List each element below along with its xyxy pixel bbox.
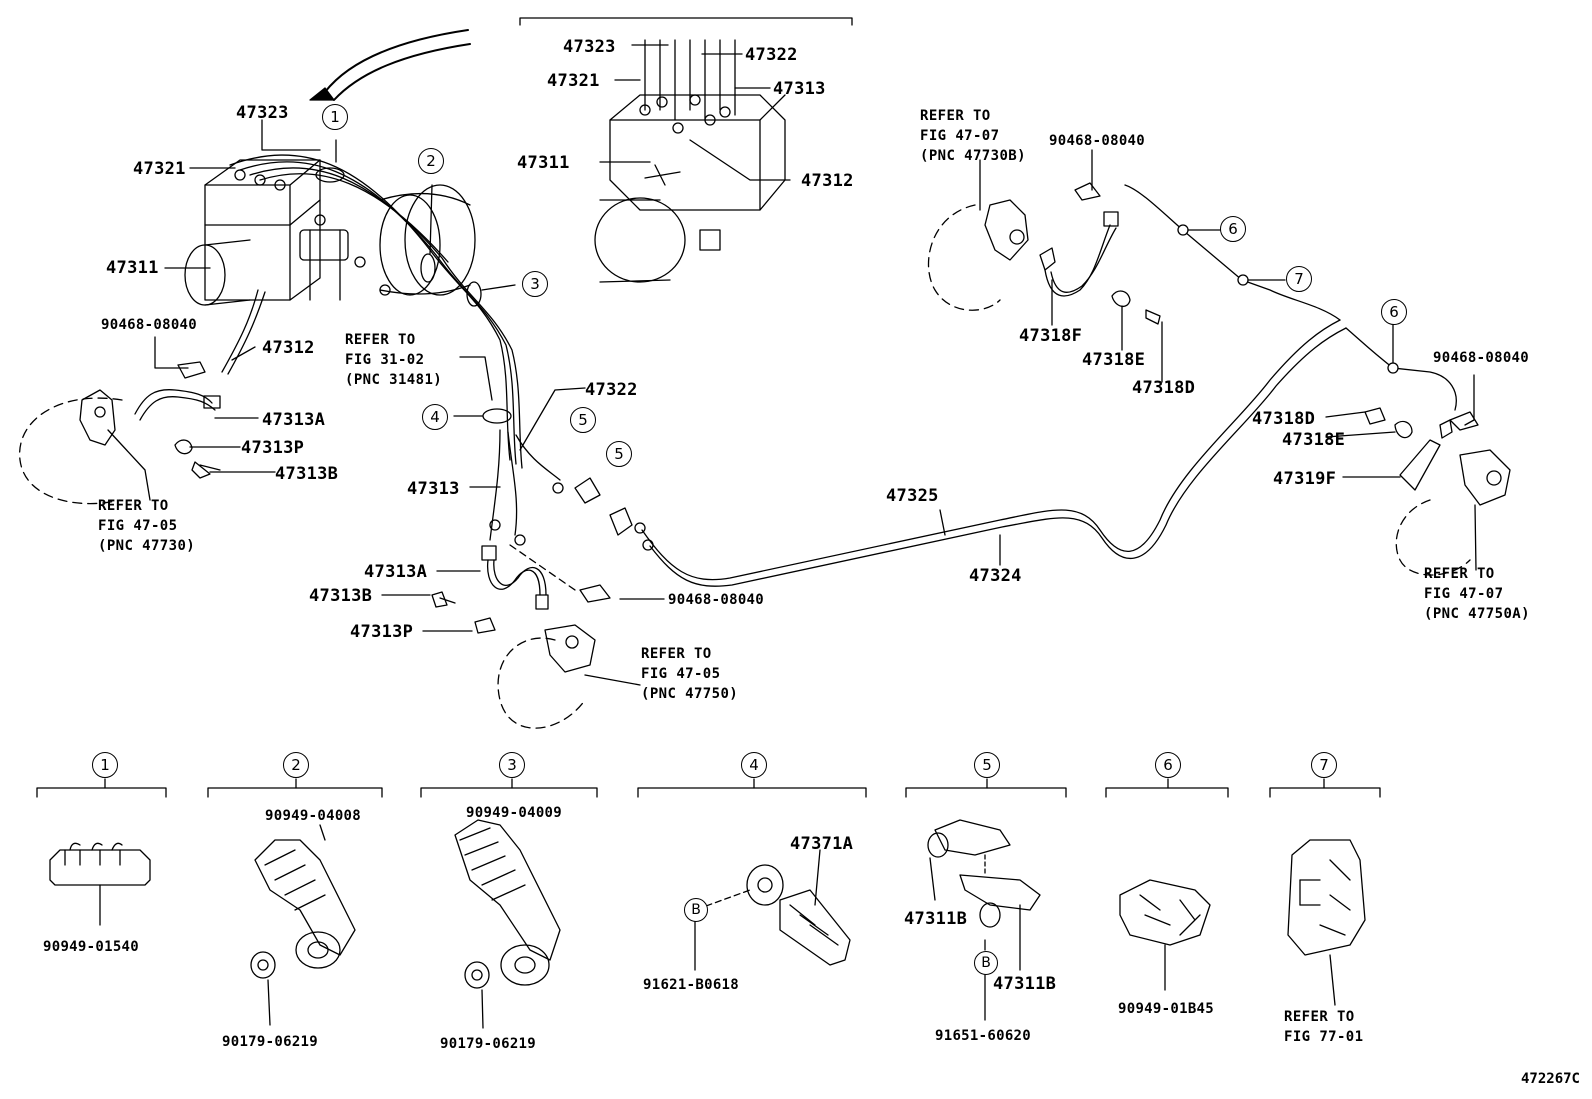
detail-actuator — [594, 39, 786, 283]
refer-fig-31-02: REFER TO FIG 31-02 (PNC 31481) — [345, 332, 443, 388]
detail-label-47311: 47311 — [517, 153, 570, 173]
clip-1-marker — [315, 167, 345, 183]
part-47371A: 47371A — [790, 834, 854, 854]
label-47312: 47312 — [262, 338, 315, 358]
part-90949-01540: 90949-01540 — [43, 939, 140, 955]
group-6-number: 6 — [1155, 752, 1181, 778]
part-47311B-upper: 47311B — [904, 909, 968, 929]
detail-label-47322: 47322 — [745, 45, 798, 65]
caliper-rear-left — [431, 544, 611, 729]
clip-2-marker — [420, 253, 436, 283]
group-1-number: 1 — [92, 752, 118, 778]
group-3-number: 3 — [499, 752, 525, 778]
callout-2: 2 — [418, 148, 444, 174]
group-4-number: 4 — [741, 752, 767, 778]
detail-bracket — [519, 17, 853, 26]
callout-6a: 6 — [1220, 216, 1246, 242]
label-47322: 47322 — [585, 380, 638, 400]
part-90179-06219: 90179-06219 — [222, 1034, 319, 1050]
part-90949-01B45: 90949-01B45 — [1118, 1001, 1215, 1017]
label-47313P-lower: 47313P — [350, 622, 414, 642]
leader-lines — [107, 44, 1477, 686]
label-47318E-rear: 47318E — [1282, 430, 1346, 450]
callout-6b: 6 — [1381, 299, 1407, 325]
label-47323: 47323 — [236, 103, 289, 123]
label-47324: 47324 — [969, 566, 1022, 586]
callout-5a: 5 — [570, 407, 596, 433]
clip-90949-01B45 — [1119, 879, 1211, 991]
caliper-front-right — [927, 182, 1161, 325]
label-47318E: 47318E — [1082, 350, 1146, 370]
direction-arrow — [309, 29, 471, 101]
label-47318F: 47318F — [1019, 326, 1083, 346]
label-47313P: 47313P — [241, 438, 305, 458]
label-90468-08040: 90468-08040 — [101, 317, 198, 333]
bolt-marker-b-group4: B — [684, 898, 708, 922]
part-90949-04008: 90949-04008 — [265, 808, 362, 824]
clip-3-marker — [466, 281, 482, 307]
part-90949-04009: 90949-04009 — [466, 805, 563, 821]
clip-47371A — [694, 849, 851, 971]
bracket-47311B — [927, 819, 1041, 1021]
refer-fig-77-01: REFER TO FIG 77-01 — [1284, 1009, 1364, 1045]
label-47313A: 47313A — [262, 410, 326, 430]
clip-90949-04008 — [250, 824, 356, 1026]
callout-3: 3 — [522, 271, 548, 297]
clip-group-7 — [1287, 839, 1366, 1006]
label-47321: 47321 — [133, 159, 186, 179]
rear-brake-lines — [641, 184, 1457, 587]
part-47311B-lower: 47311B — [993, 974, 1057, 994]
part-91621-B0618: 91621-B0618 — [643, 977, 740, 993]
label-47325: 47325 — [886, 486, 939, 506]
refer-fig-47-07-pnc-47750A: REFER TO FIG 47-07 (PNC 47750A) — [1424, 566, 1530, 622]
caliper-rear-right — [1364, 407, 1511, 576]
bolt-marker-b-group5: B — [974, 951, 998, 975]
label-47318D-rear: 47318D — [1252, 409, 1316, 429]
lines-center-down — [489, 429, 564, 546]
detail-label-47312: 47312 — [801, 171, 854, 191]
callout-7: 7 — [1286, 266, 1312, 292]
label-47313: 47313 — [407, 479, 460, 499]
refer-fig-47-07-pnc-47730B: REFER TO FIG 47-07 (PNC 47730B) — [920, 108, 1026, 164]
callout-4: 4 — [422, 404, 448, 430]
refer-fig-47-05-pnc-47730: REFER TO FIG 47-05 (PNC 47730) — [98, 498, 196, 554]
refer-fig-47-05-pnc-47750: REFER TO FIG 47-05 (PNC 47750) — [641, 646, 739, 702]
group-7-number: 7 — [1311, 752, 1337, 778]
label-47311: 47311 — [106, 258, 159, 278]
label-90468-08040-lower: 90468-08040 — [668, 592, 765, 608]
caliper-front-left — [19, 361, 221, 505]
group-5-number: 5 — [974, 752, 1000, 778]
group-brackets — [36, 778, 1381, 798]
part-90179-06219-b: 90179-06219 — [440, 1036, 537, 1052]
callout-1: 1 — [322, 104, 348, 130]
figure-id: 472267C — [1520, 1071, 1580, 1087]
label-47313B: 47313B — [275, 464, 339, 484]
detail-label-47323: 47323 — [563, 37, 616, 57]
label-47313B-lower: 47313B — [309, 586, 373, 606]
actuator-assembly-left — [184, 154, 523, 469]
detail-label-47321: 47321 — [547, 71, 600, 91]
label-47319F: 47319F — [1273, 469, 1337, 489]
clip-90949-04009 — [454, 819, 561, 1029]
part-91651-60620: 91651-60620 — [935, 1028, 1032, 1044]
callout-5b: 5 — [606, 441, 632, 467]
right-label-90468-08040: 90468-08040 — [1049, 133, 1146, 149]
right-label-90468-08040-2: 90468-08040 — [1433, 350, 1530, 366]
group-2-number: 2 — [283, 752, 309, 778]
clip-90949-01540 — [49, 842, 151, 926]
label-47318D: 47318D — [1132, 378, 1196, 398]
label-47313A-lower: 47313A — [364, 562, 428, 582]
detail-label-47313: 47313 — [773, 79, 826, 99]
